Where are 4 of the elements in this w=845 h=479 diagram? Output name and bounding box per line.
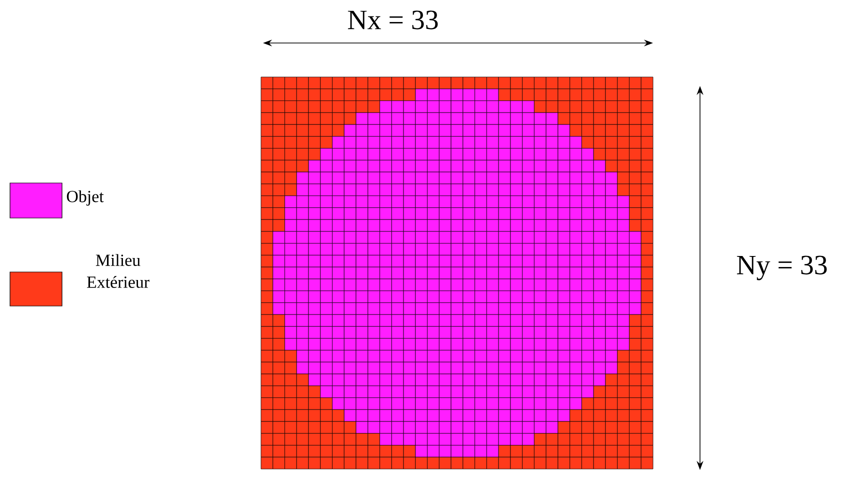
dimension-label: Ny = 33 [736,256,827,280]
legend-label: Objet [66,190,104,206]
dimension-label: Nx = 33 [348,10,438,30]
legend-label: Milieu Extérieur [87,254,150,288]
